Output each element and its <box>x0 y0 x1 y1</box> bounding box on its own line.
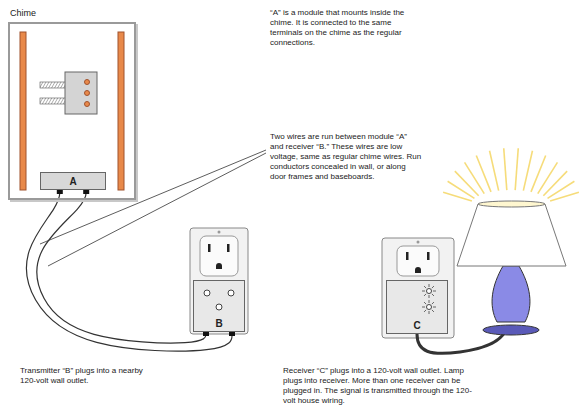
light-ray <box>515 148 518 190</box>
callout-note: Transmitter “B” plugs into a nearby 120-… <box>20 366 145 386</box>
callout-note: Two wires are run between module “A” and… <box>270 132 422 182</box>
wire-terminal <box>229 332 235 336</box>
receiver-box: C <box>386 280 448 334</box>
callout-text: Transmitter “B” plugs into a nearby 120-… <box>20 366 143 385</box>
light-ray <box>543 171 567 196</box>
wall-outlet <box>382 238 454 338</box>
leader-line <box>40 150 266 244</box>
tone-bar <box>118 32 124 190</box>
terminal-block <box>65 72 97 114</box>
button <box>228 290 234 296</box>
terminal-screw <box>85 80 90 85</box>
light-ray <box>538 162 558 193</box>
plunger <box>40 82 66 88</box>
light-ray <box>523 151 532 191</box>
wire-terminal <box>203 332 209 336</box>
terminal-screw <box>85 91 90 96</box>
callout-text: “A” is a module that mounts inside the c… <box>270 8 404 47</box>
callout-text: Two wires are run between module “A” and… <box>270 132 421 181</box>
chime-box: ChimeA <box>8 22 136 200</box>
callout-note: “A” is a module that mounts inside the c… <box>270 8 412 48</box>
light-ray <box>490 151 499 191</box>
tone-bar <box>20 32 26 190</box>
wall-outlet <box>190 228 248 334</box>
wire-terminal <box>83 190 89 194</box>
button <box>216 304 222 310</box>
transmitter-box: B <box>193 280 245 332</box>
lamp-icon <box>422 284 436 298</box>
lamp-cord <box>417 332 505 353</box>
light-ray <box>476 156 491 192</box>
table-lamp <box>457 201 566 335</box>
callout-text: Receiver “C” plugs into a 120-volt wall … <box>283 366 472 405</box>
module-box: A <box>40 172 106 190</box>
light-ray <box>550 192 579 201</box>
low-voltage-wire <box>37 190 206 343</box>
lamp-icon <box>422 300 436 314</box>
module-letter: B <box>215 318 222 329</box>
button <box>204 290 210 296</box>
chime-heading: Chime <box>10 8 36 18</box>
plunger <box>40 98 66 104</box>
leader-line <box>48 153 266 266</box>
light-ray <box>504 148 507 190</box>
module-letter: C <box>413 320 420 331</box>
light-ray <box>448 181 475 198</box>
light-ray <box>455 171 479 196</box>
light-rays <box>443 148 579 201</box>
callout-note: Receiver “C” plugs into a 120-volt wall … <box>283 366 481 406</box>
light-ray <box>531 156 546 192</box>
wire-terminal <box>57 190 63 194</box>
module-letter: A <box>69 176 76 187</box>
terminal-screw <box>85 102 90 107</box>
